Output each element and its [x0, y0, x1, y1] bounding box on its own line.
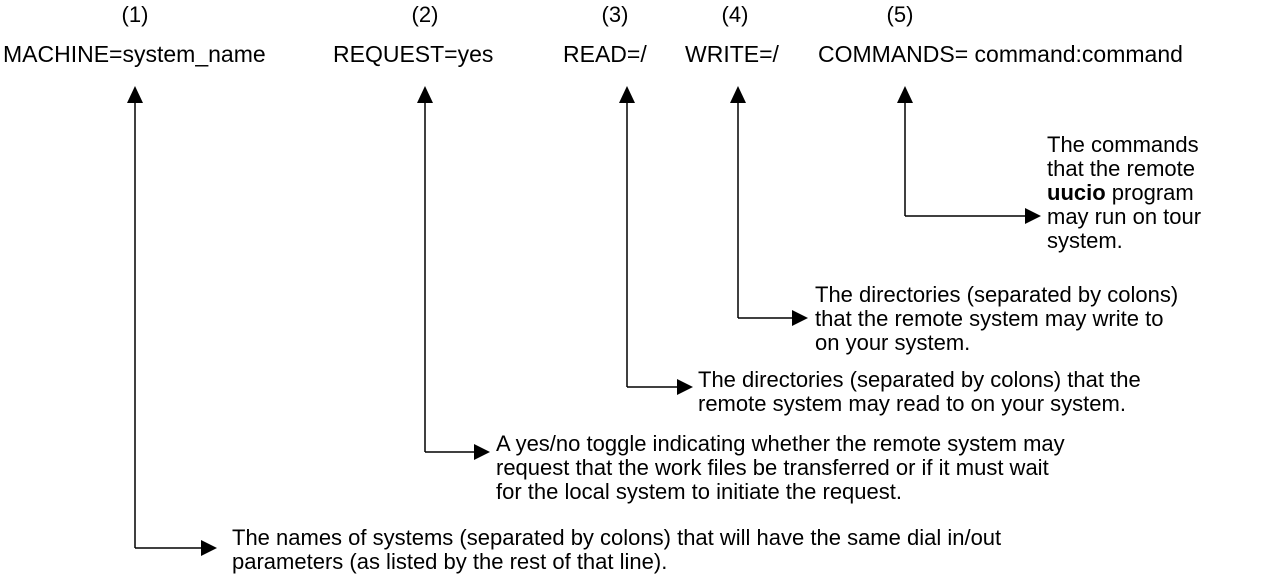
description-machine-line-2: parameters (as listed by the rest of tha… [232, 549, 668, 574]
description-read-line-2: remote system may read to on your system… [698, 391, 1126, 416]
description-commands-line-2: that the remote [1047, 156, 1195, 181]
label-number-3: (3) [601, 2, 629, 27]
description-write-line-3: on your system. [815, 330, 971, 355]
description-commands: The commands that the remote uucio progr… [1047, 133, 1201, 253]
arrowhead-commands-up [897, 86, 913, 103]
description-read-line-1: The directories (separated by colons) th… [698, 367, 1141, 392]
description-commands-line-4: may run on tour [1047, 204, 1202, 229]
arrowhead-read-right [677, 379, 693, 395]
arrowhead-write-up [730, 86, 746, 103]
field-request: REQUEST=yes [333, 41, 494, 67]
arrowhead-request-right [474, 444, 490, 460]
description-request-line-2: request that the work files be transferr… [496, 455, 1049, 480]
label-number-4: (4) [721, 2, 749, 27]
description-request-line-3: for the local system to initiate the req… [496, 479, 902, 504]
field-write: WRITE=/ [685, 41, 779, 67]
label-number-5: (5) [886, 2, 914, 27]
arrowhead-machine-up [127, 86, 143, 103]
arrowhead-machine-right [201, 540, 217, 556]
field-machine: MACHINE=system_name [3, 41, 266, 67]
description-write: The directories (separated by colons) th… [815, 283, 1178, 355]
field-read: READ=/ [563, 41, 647, 67]
arrowhead-commands-right [1025, 208, 1041, 224]
description-machine-line-1: The names of systems (separated by colon… [232, 525, 1002, 550]
description-commands-line-3: uucio program [1047, 181, 1201, 205]
description-commands-line-5: system. [1047, 228, 1123, 253]
arrowhead-read-up [619, 86, 635, 103]
arrowhead-request-up [417, 86, 433, 103]
description-write-line-1: The directories (separated by colons) [815, 282, 1179, 307]
description-commands-line-1: The commands [1047, 132, 1199, 157]
description-commands-line-3-rest: program [1105, 180, 1194, 205]
description-write-line-2: that the remote system may write to [815, 306, 1164, 331]
description-machine: The names of systems (separated by colon… [232, 526, 1001, 574]
label-number-2: (2) [411, 2, 439, 27]
program-name: uucio [1047, 180, 1106, 205]
label-number-1: (1) [121, 2, 149, 27]
description-read: The directories (separated by colons) th… [698, 368, 1141, 416]
description-request-line-1: A yes/no toggle indicating whether the r… [496, 431, 1065, 456]
description-request: A yes/no toggle indicating whether the r… [496, 432, 1065, 504]
arrowhead-write-right [792, 310, 808, 326]
field-commands: COMMANDS= command:command [818, 41, 1183, 67]
